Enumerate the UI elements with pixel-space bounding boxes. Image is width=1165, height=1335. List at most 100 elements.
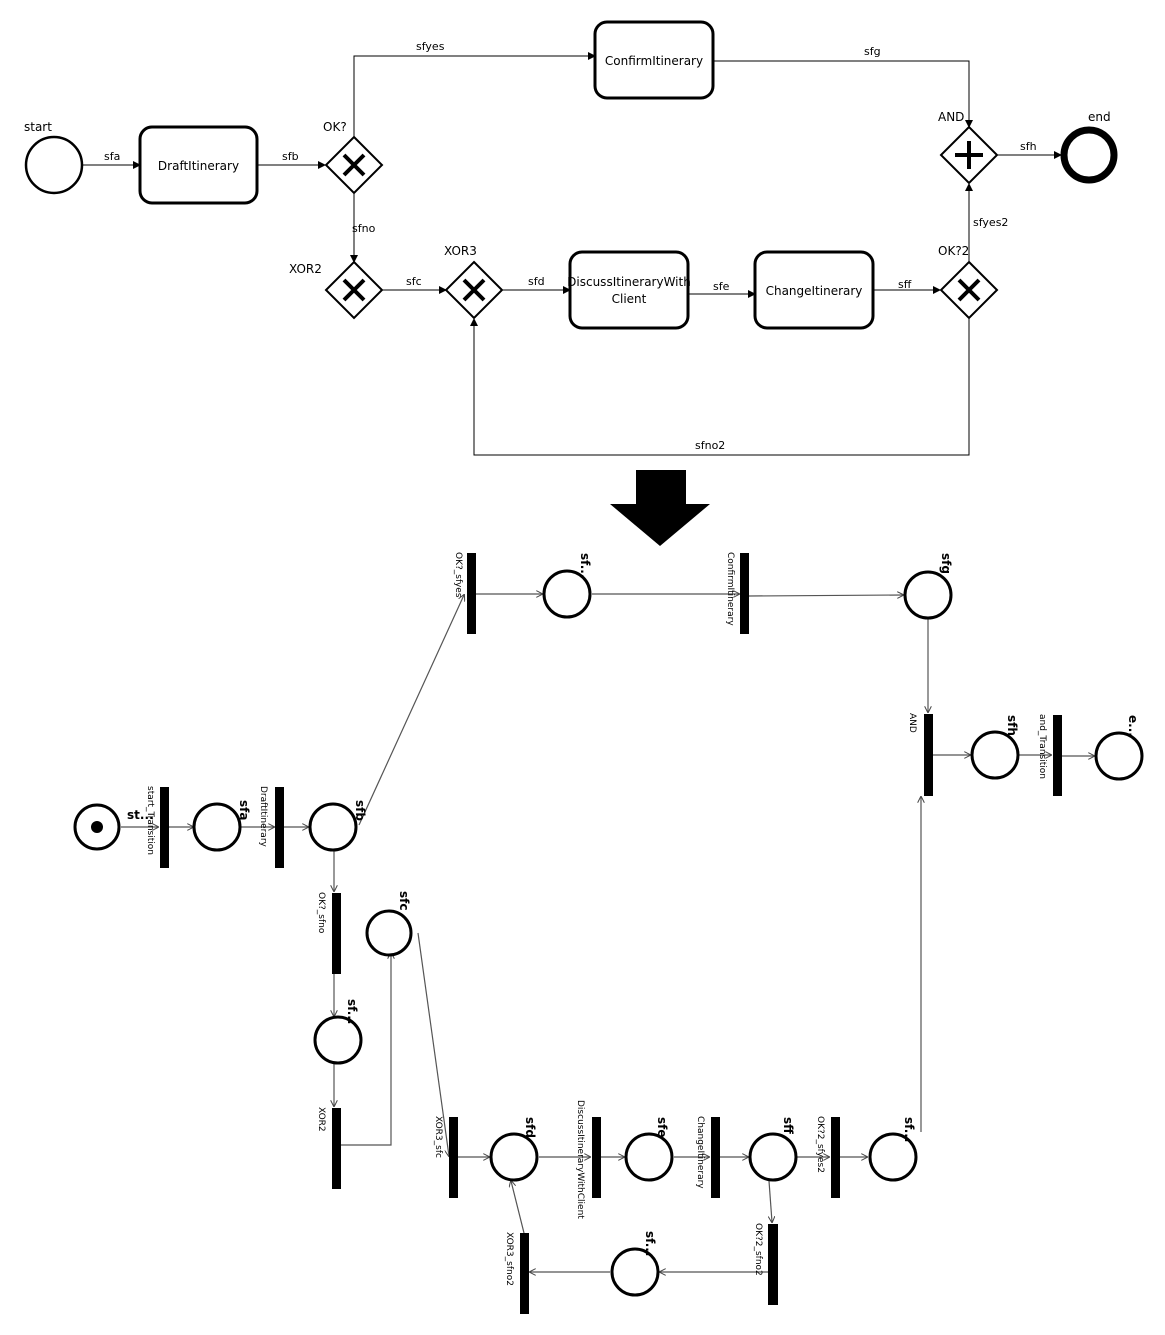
place-circle: [970, 730, 1020, 780]
transition-start: start_Transition: [145, 786, 169, 868]
bpmn-gateway-ok2: OK?2: [938, 244, 999, 320]
place-circle: [610, 1247, 660, 1297]
transition-and-t-label: and_Transition: [1037, 714, 1047, 779]
task-confirm-label: ConfirmItinerary: [605, 54, 703, 68]
place-sfe-label: sfe: [655, 1117, 669, 1138]
transition-xor2-label: XOR2: [316, 1107, 326, 1132]
place-circle: [903, 570, 953, 620]
place-start: st...: [73, 803, 154, 851]
task-change-label: ChangeItinerary: [766, 284, 863, 298]
task-confirm-box: [593, 20, 715, 100]
transition-xor3-no2: XOR3_sfno2: [504, 1232, 529, 1314]
transition-bar: [924, 714, 933, 796]
place-start-label: st...: [127, 808, 154, 822]
gateway-ok2-label: OK?2: [938, 244, 969, 258]
label-sff: sff: [898, 278, 912, 291]
bpmn-diagram: sfa sfb sfyes sfg sfh sfno sfc sfd sfe s…: [24, 20, 1118, 456]
transition-confirm-label: ConfirmItinerary: [725, 552, 735, 626]
transition-discuss: DiscussItineraryWithClient: [575, 1100, 601, 1219]
transition-start-label: start_Transition: [145, 786, 155, 855]
transition-xor3-no2-label: XOR3_sfno2: [504, 1232, 514, 1286]
task-discuss-label-line2: Client: [612, 292, 647, 306]
place-circle: [868, 1132, 918, 1182]
label-sfno2: sfno2: [695, 439, 725, 452]
bpmn-task-change: ChangeItinerary: [753, 250, 875, 330]
start-event-circle: [24, 135, 84, 195]
bpmn-task-discuss: DiscussItineraryWith Client: [567, 250, 691, 330]
place-sfyes: sf...: [542, 553, 592, 619]
transition-bar: [160, 787, 169, 868]
task-change-box: [753, 250, 875, 330]
transition-bar: [831, 1117, 840, 1198]
transition-ok2-no: OK?2_sfno2: [753, 1223, 778, 1305]
flow-sfg: [713, 60, 973, 128]
transition-discuss-label: DiscussItineraryWithClient: [575, 1100, 585, 1219]
place-sfd-label: sfd: [523, 1117, 537, 1138]
place-sfe: sfe: [624, 1117, 674, 1182]
down-arrow-icon: [610, 470, 710, 546]
transition-ok-yes-label: OK?_sfyes: [453, 552, 463, 598]
transition-change: ChangeItinerary: [695, 1116, 720, 1198]
place-circle: [192, 802, 242, 852]
bpmn-flows: [83, 52, 1062, 456]
transition-bar: [1053, 715, 1062, 796]
transition-draft: DraftItinerary: [258, 786, 284, 868]
bpmn-gateway-and: AND: [938, 110, 999, 185]
bpmn-task-confirm: ConfirmItinerary: [593, 20, 715, 100]
place-sfa-label: sfa: [237, 800, 251, 820]
transition-bar: [520, 1233, 529, 1314]
flow-sfno2: [470, 318, 970, 456]
place-sfyes2-label: sf...: [902, 1117, 916, 1142]
xor-cross-icon: [342, 278, 366, 302]
flow-sfyes: [353, 52, 596, 137]
gateway-xor3-label: XOR3: [444, 244, 477, 258]
transition-ok-yes: OK?_sfyes: [453, 552, 476, 634]
place-circle: [624, 1132, 674, 1182]
transition-bar: [332, 893, 341, 974]
label-sfc: sfc: [406, 275, 422, 288]
and-plus-icon: [955, 141, 983, 169]
label-sfyes: sfyes: [416, 40, 445, 53]
place-circle: [308, 802, 358, 852]
place-sff: sff: [748, 1117, 798, 1182]
place-sfyes-label: sf...: [578, 553, 592, 578]
place-sfno2: sf...: [610, 1231, 660, 1297]
bpmn-gateway-xor3: XOR3: [444, 244, 504, 320]
arc: [769, 1180, 772, 1222]
place-circle: [1094, 731, 1144, 781]
bpmn-gateway-ok: OK?: [323, 120, 384, 195]
transition-ok2-yes-label: OK?2_sfyes2: [815, 1116, 825, 1173]
petri-arcs: [121, 594, 1094, 1272]
label-sfd: sfd: [528, 275, 545, 288]
label-sfb: sfb: [282, 150, 299, 163]
xor-cross-icon: [342, 153, 366, 177]
place-sfno-label: sf...: [345, 999, 359, 1024]
place-sfyes2: sf...: [868, 1117, 918, 1182]
place-sff-label: sff: [781, 1117, 795, 1134]
transition-and: AND: [907, 713, 933, 796]
xor-cross-icon: [957, 278, 981, 302]
arc: [358, 595, 464, 826]
place-end-label: e...: [1126, 715, 1140, 737]
transition-bar: [275, 787, 284, 868]
arc: [341, 953, 391, 1146]
xor-cross-icon: [462, 278, 486, 302]
arc: [748, 595, 903, 596]
transition-and-t: and_Transition: [1037, 714, 1062, 796]
label-sfno: sfno: [352, 222, 376, 235]
transition-change-label: ChangeItinerary: [695, 1116, 705, 1189]
place-sfg-label: sfg: [939, 553, 953, 574]
end-event-label: end: [1088, 110, 1111, 124]
transition-bar: [768, 1224, 778, 1305]
place-circle: [748, 1132, 798, 1182]
transition-ok2-no-label: OK?2_sfno2: [753, 1223, 763, 1276]
label-sfa: sfa: [104, 150, 120, 163]
place-sfd: sfd: [489, 1117, 539, 1182]
transition-xor3: XOR3_sfc: [433, 1116, 458, 1198]
transition-ok-no-label: OK?_sfno: [316, 892, 326, 934]
petri-net-diagram: st... sfa sfb sf... sfg sfh: [73, 552, 1144, 1314]
bpmn-start-event: start: [24, 120, 84, 195]
bpmn-gateway-xor2: XOR2: [289, 260, 384, 320]
bpmn-end-event: end: [1060, 110, 1118, 184]
place-sfc: sfc: [365, 891, 413, 957]
